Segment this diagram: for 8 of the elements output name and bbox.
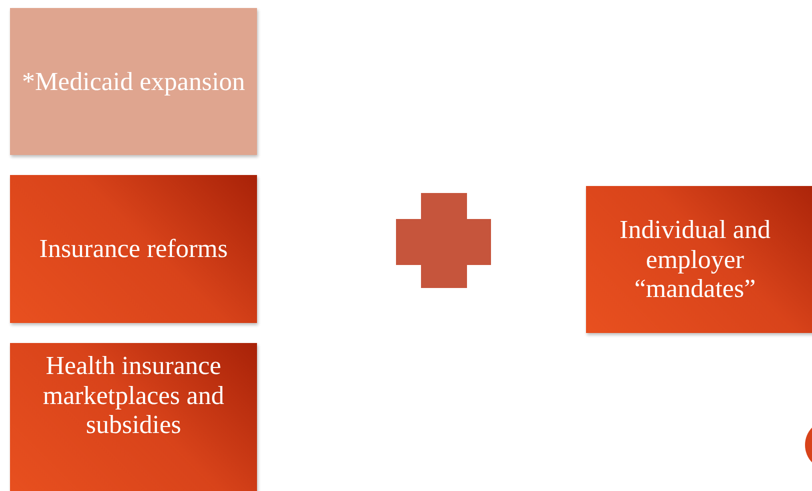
box-label: Health insurance marketplaces and subsidies bbox=[42, 351, 226, 440]
text-box bbox=[10, 343, 257, 491]
text-box bbox=[586, 186, 812, 333]
box-label: Individual and employer “mandates” bbox=[618, 215, 772, 304]
box-label: *Medicaid expansion bbox=[20, 66, 246, 96]
text-box bbox=[10, 175, 257, 323]
box-label: Insurance reforms bbox=[38, 234, 229, 264]
text-box bbox=[10, 8, 257, 155]
